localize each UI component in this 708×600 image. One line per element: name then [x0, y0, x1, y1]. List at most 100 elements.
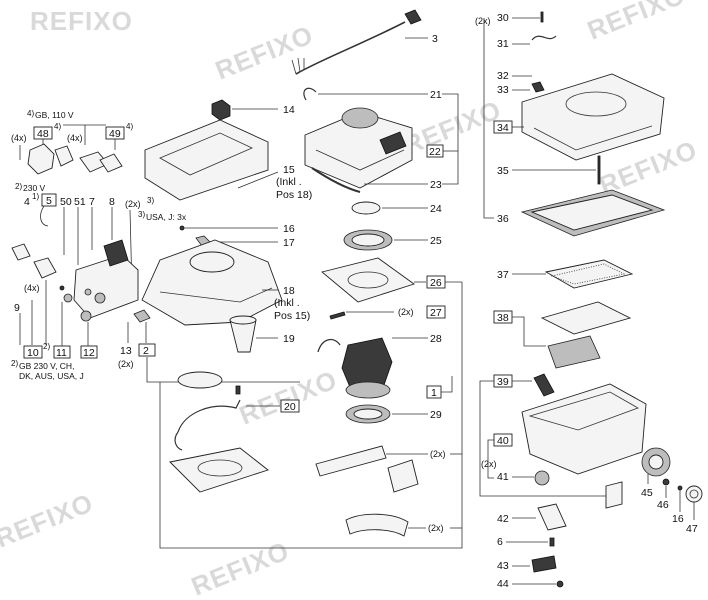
callout-24: 24	[430, 203, 442, 215]
callout-41: 41	[497, 471, 509, 483]
callout-32: 32	[497, 70, 509, 82]
bracket-lower-left	[159, 282, 463, 549]
clip-ring-24	[351, 201, 381, 215]
wire-bail-20	[177, 399, 241, 433]
watermark-2: REFIXO	[211, 19, 318, 85]
sup-4: 1)	[32, 192, 39, 201]
callout-30: 30	[497, 12, 509, 24]
part-33-latch	[531, 81, 545, 93]
callout-16: 16	[283, 223, 295, 235]
filter-37	[544, 259, 634, 289]
motor-control-fan	[341, 107, 379, 129]
callout-box-20	[280, 399, 300, 413]
note-x2-sup-mark: 3)	[147, 196, 154, 205]
foam-strip-upper	[315, 445, 387, 477]
callout-18-inkl: (Inkl .	[274, 297, 300, 309]
screw-44	[556, 580, 564, 588]
gasket-plate-20-hole	[197, 459, 243, 477]
note-x2-13: (2x)	[118, 359, 134, 369]
gasket-plate-26	[321, 257, 415, 303]
callout-box-5	[41, 193, 57, 207]
watermark-1: REFIXO	[30, 6, 133, 36]
container-rim-34-opening	[565, 91, 627, 117]
cord-end-wires	[291, 57, 305, 75]
leader-15	[237, 171, 279, 189]
callout-2: 2	[143, 345, 149, 357]
screw-20	[235, 385, 241, 395]
callout-49: 49	[109, 128, 121, 140]
watermark-7: REFIXO	[0, 487, 98, 553]
motor-28-base	[345, 381, 391, 399]
callout-47: 47	[686, 523, 698, 535]
callout-38: 38	[497, 312, 509, 324]
callout-23: 23	[430, 179, 442, 191]
callout-48: 48	[37, 128, 49, 140]
callout-50: 50	[60, 196, 72, 208]
bracket-21-23	[442, 93, 459, 185]
callout-40: 40	[497, 435, 509, 447]
callout-36: 36	[497, 213, 509, 225]
note-x2-lower1: (2x)	[430, 449, 446, 459]
washer-46	[662, 478, 670, 486]
note-gb110-sup: 4)	[27, 109, 34, 118]
callout-45: 45	[641, 487, 653, 499]
callout-box-12	[80, 345, 98, 359]
castor-41	[534, 470, 550, 486]
cable-23	[311, 167, 361, 193]
note-x2-sup: (2x)	[125, 199, 141, 209]
switch-cover-9b	[11, 243, 31, 261]
callout-15-pos: Pos 18)	[276, 189, 312, 201]
callout-20: 20	[284, 401, 296, 413]
note-x2-41: (2x)	[481, 459, 497, 469]
screw-30	[540, 11, 544, 23]
motor-housing-18-dome	[189, 251, 235, 273]
note-gb230-sup: 2)	[11, 359, 18, 368]
leader-lines-11-12	[61, 302, 89, 346]
part-21-wire	[303, 87, 317, 101]
callout-46: 46	[657, 499, 669, 511]
note-usa: USA, J: 3x	[146, 212, 187, 222]
note-x2-30: (2x)	[475, 16, 491, 26]
switch-cover-9	[33, 257, 57, 279]
foam-strip-curved	[345, 513, 409, 537]
switch-knob	[94, 292, 106, 304]
bracket-40	[487, 439, 494, 479]
leader-38	[512, 316, 546, 347]
note-x4-c: (4x)	[24, 283, 40, 293]
top-housing-group: 3 14 15 (Inkl . Pos 18) 16 17 18 (Inkl .…	[118, 9, 463, 549]
sup-49: 4)	[126, 122, 133, 131]
bushing-11	[63, 293, 73, 303]
motor-wires-28	[317, 338, 341, 353]
note-x4-b: (4x)	[67, 133, 83, 143]
sup-48: 4)	[54, 122, 61, 131]
note-gb230: GB 230 V, CH,	[19, 361, 74, 371]
note-usa-sup: 3)	[138, 210, 145, 219]
part-6-pin	[549, 537, 555, 547]
switch-plate-49b	[99, 153, 123, 173]
container-39	[521, 383, 647, 475]
switch-housing-7	[73, 254, 139, 319]
leader-1-arrow	[441, 376, 453, 393]
motor-housing-18-edge	[159, 287, 273, 303]
container-group: (2x) 30 31 32 33 34 35 36 37	[475, 11, 703, 590]
part-2-latch	[133, 309, 151, 323]
screw-27	[329, 311, 346, 320]
callout-44: 44	[497, 578, 509, 590]
motor-control-board	[379, 131, 407, 155]
callout-42: 42	[497, 513, 509, 525]
callout-10: 10	[27, 347, 39, 359]
callout-14: 14	[283, 104, 295, 116]
leader-13-2	[127, 322, 147, 343]
bracket-39	[479, 380, 610, 497]
motor-housing-18	[141, 239, 283, 326]
callout-8: 8	[109, 196, 115, 208]
part-19-top	[229, 315, 257, 325]
callout-9: 9	[14, 302, 20, 314]
callout-21: 21	[430, 89, 442, 101]
clip-16b	[677, 485, 683, 491]
top-lid-15	[144, 119, 269, 201]
callout-26: 26	[430, 277, 442, 289]
callout-16b: 16	[672, 513, 684, 525]
callout-25: 25	[430, 235, 442, 247]
